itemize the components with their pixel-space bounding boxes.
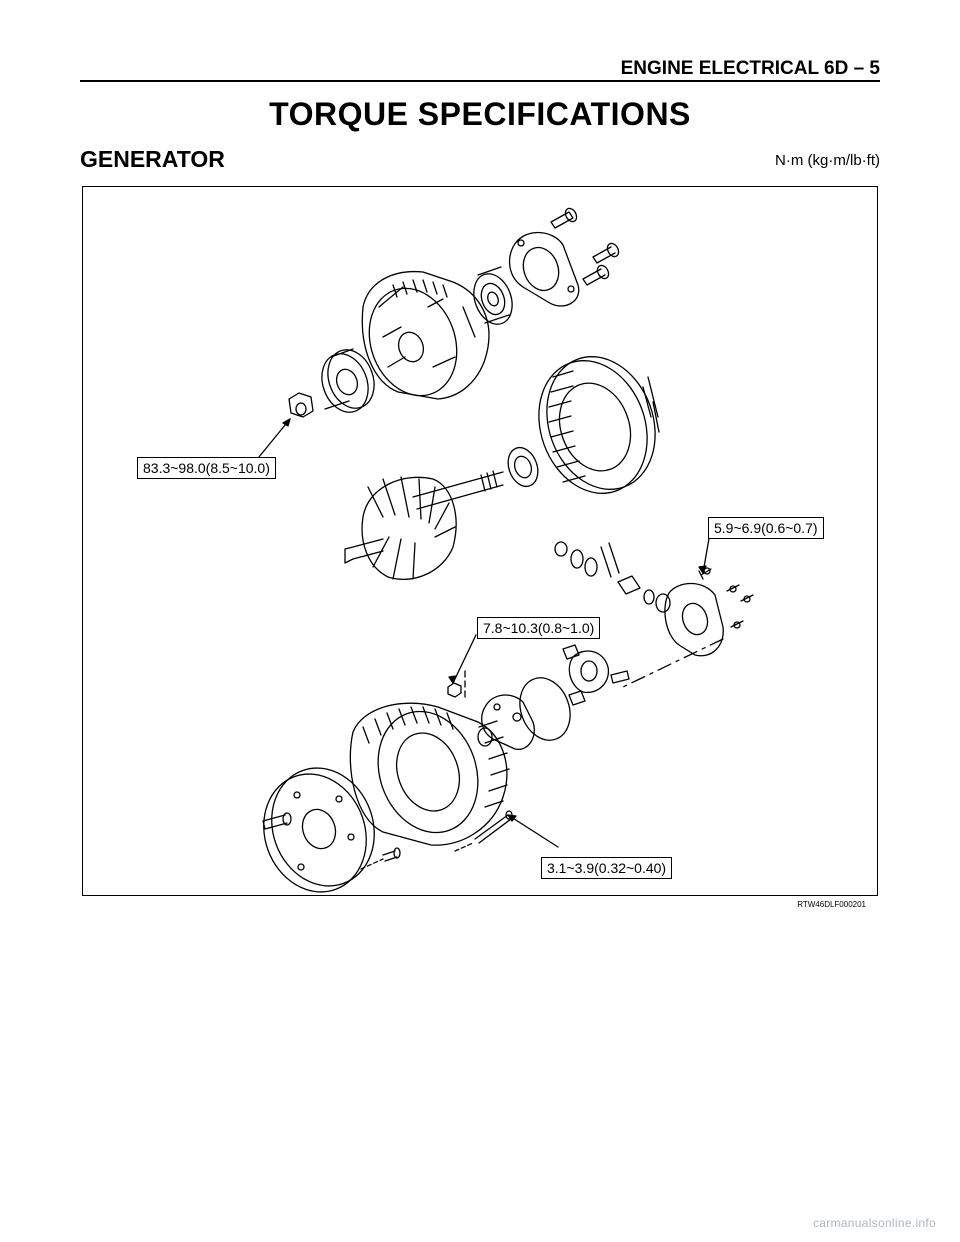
header-rule: [80, 80, 880, 82]
torque-callout-pulley-nut: 83.3~98.0(8.5~10.0): [137, 457, 276, 479]
regulator-bracket: [664, 567, 754, 657]
brush-holder: [562, 644, 630, 706]
rotor: [344, 470, 504, 581]
assembly-guide-lines: [360, 842, 474, 870]
exploded-view-figure: 83.3~98.0(8.5~10.0) 5.9~6.9(0.6~0.7) 7.8…: [82, 186, 878, 896]
regulator-parts: [554, 541, 671, 613]
running-header: ENGINE ELECTRICAL 6D – 5: [620, 58, 880, 79]
front-bearing: [473, 266, 513, 325]
mount-bolts-top: [550, 207, 620, 286]
footer-watermark: carmanualsonline.info: [812, 1216, 936, 1230]
page-title: TORQUE SPECIFICATIONS: [269, 96, 691, 132]
figure-code: RTW46DLF000201: [797, 900, 866, 909]
pulley: [321, 348, 375, 413]
torque-callout-terminal-nut: 7.8~10.3(0.8~1.0): [477, 617, 601, 639]
bearing-retainer-plate: [508, 232, 580, 307]
stator: [538, 356, 660, 494]
generator-exploded-drawing: [258, 207, 754, 893]
small-o-ring: [477, 727, 493, 747]
rear-cover: [263, 767, 375, 893]
section-title: GENERATOR: [80, 146, 225, 172]
torque-callout-through-bolt: 3.1~3.9(0.32~0.40): [541, 857, 673, 879]
through-bolts: [262, 810, 513, 862]
rear-housing: [349, 702, 510, 846]
pulley-nut: [288, 392, 314, 418]
o-ring: [519, 677, 571, 741]
rear-bearing: [507, 446, 539, 488]
front-housing: [361, 270, 490, 400]
torque-units: N·m (kg·m/lb·ft): [775, 152, 880, 169]
terminal-nut: [447, 682, 462, 698]
torque-callout-regulator-screw: 5.9~6.9(0.6~0.7): [708, 517, 824, 539]
